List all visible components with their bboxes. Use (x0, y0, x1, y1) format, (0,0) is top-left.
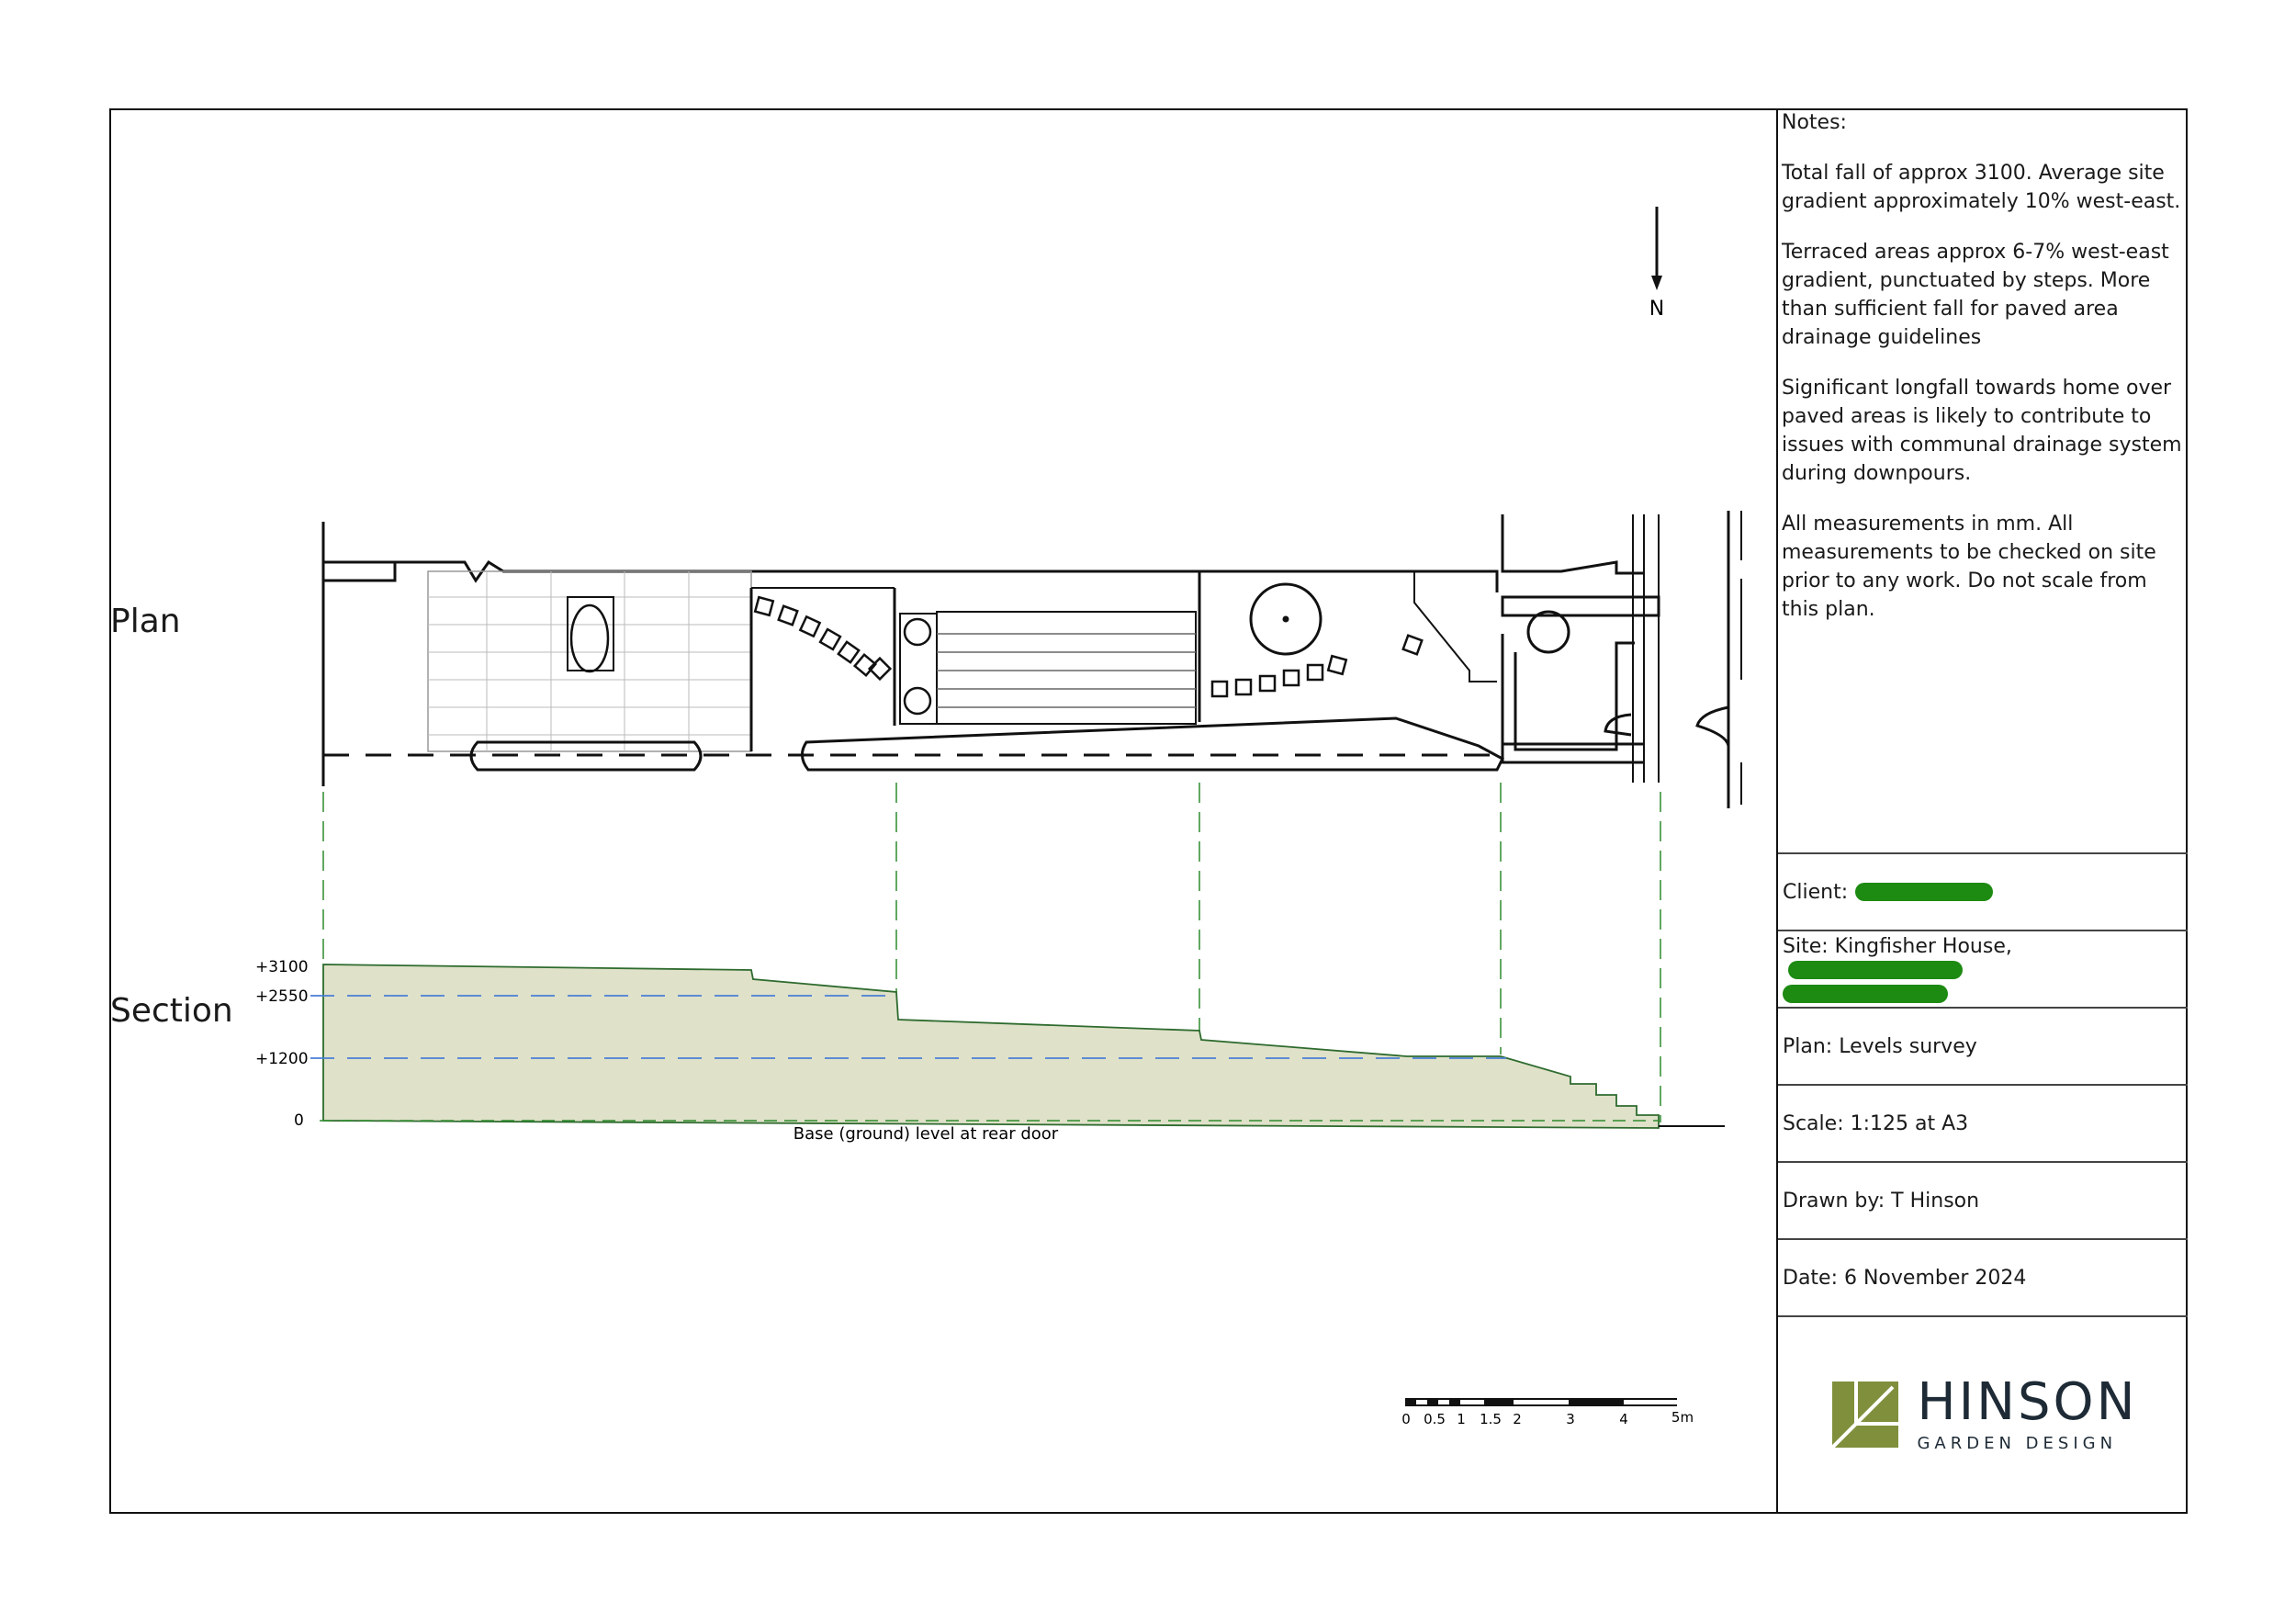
client-cell: Client: (1778, 852, 2188, 930)
north-label: N (1649, 298, 1664, 321)
scale-text: Scale: 1:125 at A3 (1783, 1111, 1969, 1135)
scale-tick-5m: 5m (1671, 1409, 1694, 1426)
section-label: Section (110, 992, 233, 1030)
scale-tick-3: 3 (1566, 1411, 1575, 1427)
notes-panel: Notes: Total fall of approx 3100. Averag… (1778, 108, 2188, 646)
plan-label: Plan (110, 603, 181, 640)
note-3: Significant longfall towards home over p… (1782, 377, 2182, 485)
logo-name: HINSON (1917, 1371, 2138, 1432)
base-level-caption: Base (ground) level at rear door (793, 1124, 1059, 1144)
hinson-logo-icon (1832, 1382, 1899, 1448)
scale-tick-2: 2 (1513, 1411, 1522, 1427)
drawing-frame (109, 108, 2188, 1514)
title-block: Client: Site: Kingfisher House, Plan: Le… (1776, 108, 2188, 1514)
level-0: 0 (294, 1111, 304, 1130)
logo-cell: HINSON GARDEN DESIGN (1778, 1315, 2188, 1512)
notes-heading: Notes: (1782, 111, 1847, 134)
drawn-by: Drawn by: T Hinson (1783, 1189, 1980, 1212)
redacted-site-line2 (1783, 985, 1948, 1003)
redacted-client (1855, 883, 1994, 901)
scale-tick-1: 1 (1457, 1411, 1466, 1427)
date-text: Date: 6 November 2024 (1783, 1266, 2027, 1290)
scale-tick-4: 4 (1619, 1411, 1628, 1427)
scale-bar (1405, 1398, 1677, 1406)
plan-title: Plan: Levels survey (1783, 1034, 1977, 1058)
level-2550: +2550 (255, 987, 309, 1006)
patio-feature (569, 603, 610, 673)
note-4: All measurements in mm. All measurements… (1782, 513, 2156, 621)
section-guide-lines (322, 783, 1661, 1122)
scale-tick-0: 0 (1401, 1411, 1411, 1427)
scale-tick-0-5: 0.5 (1424, 1411, 1446, 1427)
site-label: Site: Kingfisher House, (1783, 935, 2012, 958)
paved-patio (427, 570, 752, 752)
level-3100: +3100 (255, 958, 309, 976)
note-1: Total fall of approx 3100. Average site … (1782, 162, 2181, 213)
scale-cell: Scale: 1:125 at A3 (1778, 1084, 2188, 1161)
drawn-cell: Drawn by: T Hinson (1778, 1161, 2188, 1238)
scale-tick-1-5: 1.5 (1480, 1411, 1502, 1427)
level-1200: +1200 (255, 1050, 309, 1068)
redacted-site (1788, 961, 1963, 979)
client-label: Client: (1783, 880, 1849, 904)
date-cell: Date: 6 November 2024 (1778, 1238, 2188, 1315)
plan-cell: Plan: Levels survey (1778, 1007, 2188, 1084)
drawing-area: N (255, 207, 1742, 1427)
plan-drawing (321, 511, 1742, 808)
note-2: Terraced areas approx 6-7% west-east gra… (1782, 241, 2169, 349)
tree-circle (1249, 582, 1322, 656)
decking-area (936, 611, 1197, 725)
logo-tagline: GARDEN DESIGN (1917, 1433, 2118, 1453)
site-cell: Site: Kingfisher House, (1778, 930, 2188, 1007)
section-profile (310, 964, 1725, 1129)
north-arrow-icon (1651, 207, 1662, 290)
